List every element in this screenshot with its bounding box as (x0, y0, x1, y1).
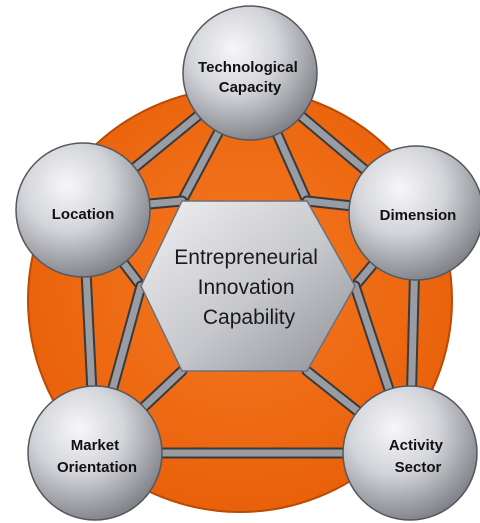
center-label: Entrepreneurial Innovation Capability (174, 246, 323, 329)
node-label: Market Orientation (57, 437, 137, 476)
node-label: Location (52, 206, 115, 223)
node-label-line: Sector (395, 459, 442, 476)
center-label-line: Capability (203, 306, 296, 329)
node-label-line: Orientation (57, 459, 137, 476)
node-label: Dimension (380, 207, 457, 224)
node-label-line: Technological (198, 59, 298, 76)
node-activity-sector: Activity Sector (342, 385, 478, 521)
node-location: Location (15, 142, 151, 278)
center-hexagon-shape (140, 200, 356, 372)
node-label-line: Location (52, 206, 115, 223)
node-dimension: Dimension (348, 145, 480, 281)
node-label: Activity Sector (389, 437, 447, 476)
node-label: Technological Capacity (198, 59, 302, 96)
node-market-orientation: Market Orientation (27, 385, 163, 521)
node-label-line: Activity (389, 437, 444, 454)
center-label-line: Entrepreneurial (174, 246, 318, 269)
node-label-line: Dimension (380, 207, 457, 224)
node-label-line: Capacity (219, 79, 282, 96)
center-hexagon: Entrepreneurial Innovation Capability (140, 200, 356, 372)
node-technological-capacity: Technological Capacity (182, 5, 318, 141)
node-label-line: Market (71, 437, 119, 454)
center-label-line: Innovation (198, 276, 295, 299)
